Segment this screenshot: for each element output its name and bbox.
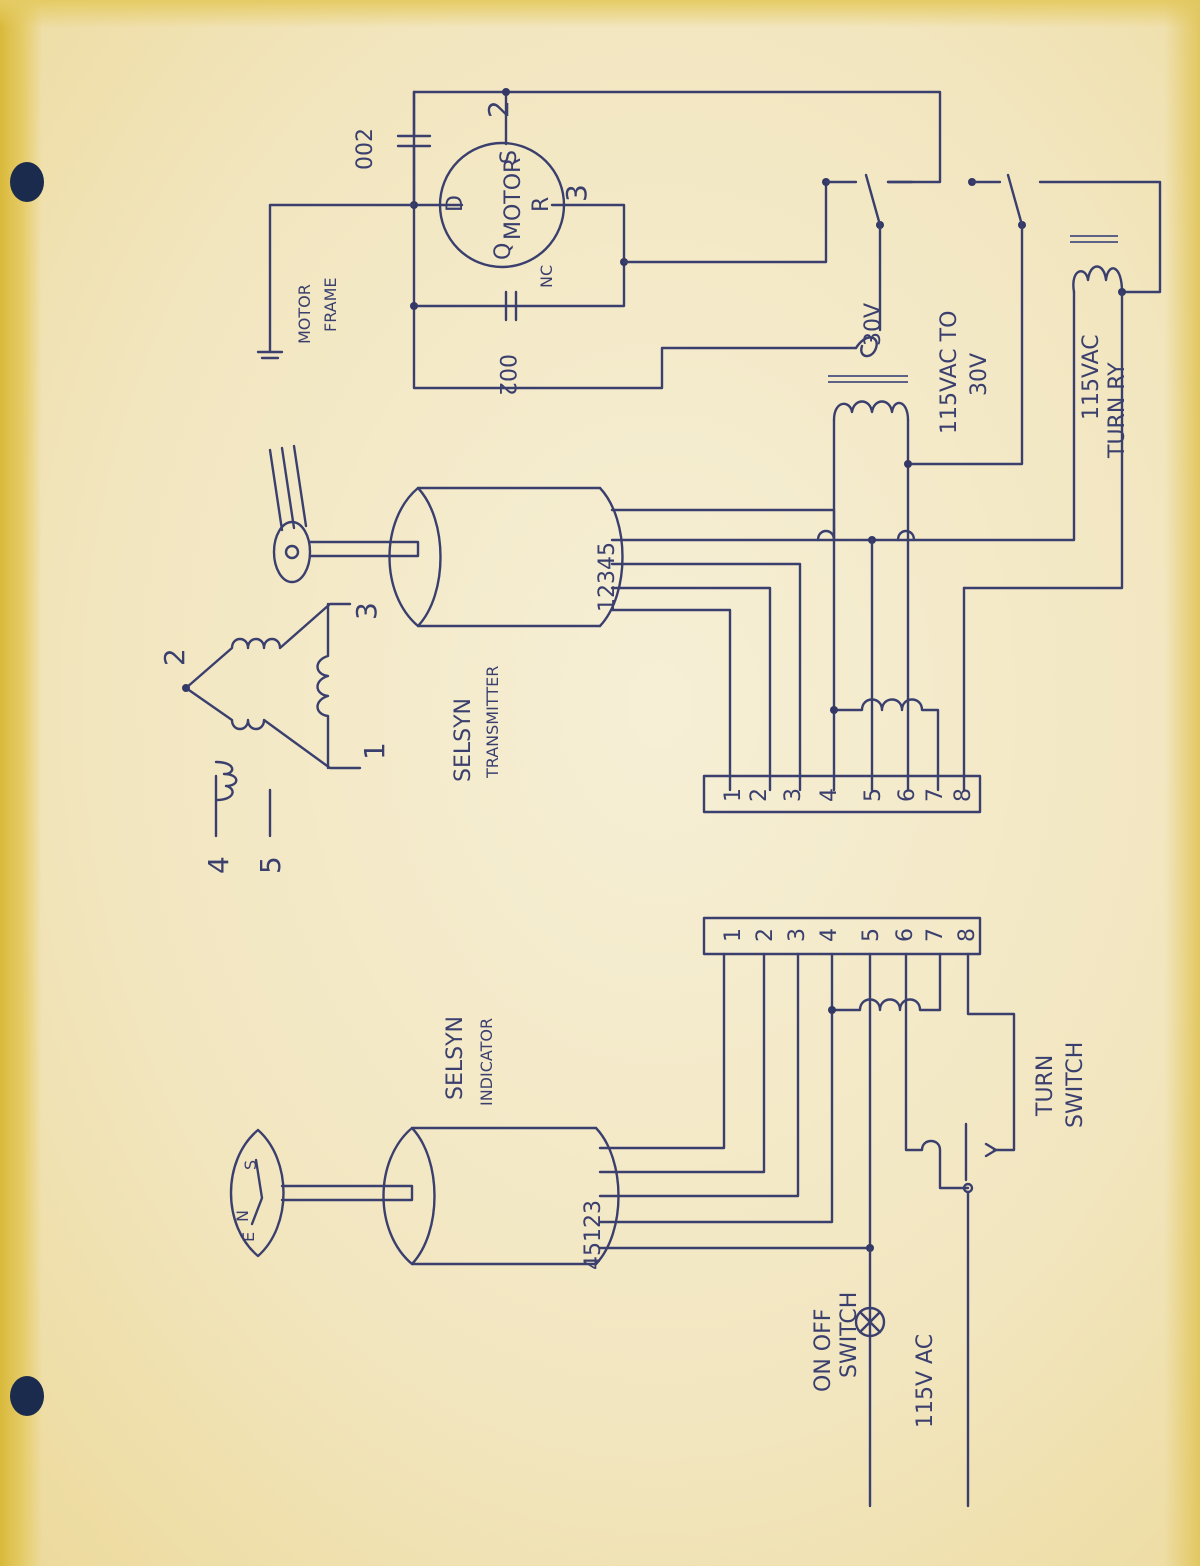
- terminal-bottom-1: 1: [721, 928, 746, 942]
- motor-r-label: R: [529, 197, 554, 212]
- motor-frame-label-1: MOTOR: [295, 284, 314, 344]
- compass-n: N: [233, 1210, 252, 1222]
- terminal-top-2: 2: [747, 788, 772, 802]
- motor-label: MOTOR: [501, 158, 526, 240]
- transmitter-leads: [610, 508, 874, 792]
- motor-q-label: Q: [491, 243, 516, 260]
- winding-label-3: 3: [350, 602, 383, 620]
- turn-switch-label-1: TURN: [1033, 1055, 1058, 1117]
- indicator-shaft: [280, 1184, 414, 1202]
- cap-top-label: 002: [353, 128, 378, 170]
- motor-frame-label-2: FRAME: [321, 277, 340, 332]
- motor-supply-wire: [412, 90, 942, 184]
- punch-hole-top: [10, 162, 44, 202]
- ac-supply-label: 115V AC: [913, 1334, 938, 1428]
- indicator-body-front: [382, 1126, 436, 1266]
- terminal-top-6: 6: [895, 788, 920, 802]
- terminal-bottom-4: 4: [817, 928, 842, 942]
- transformer-primary: [832, 400, 910, 422]
- on-off-switch-label-1: ON OFF: [811, 1309, 836, 1392]
- punch-hole-bottom: [10, 1376, 44, 1416]
- compass-needle: [250, 1158, 264, 1226]
- relay-label-2: TURN RY: [1105, 362, 1130, 459]
- relay-core: [1070, 235, 1118, 243]
- relay-contact-2: [970, 173, 1162, 294]
- terminal-bottom-8: 8: [955, 928, 980, 942]
- motor-d-label: D: [443, 195, 468, 212]
- terminal-bottom-2: 2: [753, 928, 778, 942]
- terminal-bottom-6: 6: [893, 928, 918, 942]
- transmitter-shaft: [308, 540, 420, 558]
- terminal-bottom-3: 3: [785, 928, 810, 942]
- relay-coil: [1072, 265, 1124, 294]
- paper-edge-top: [0, 0, 1200, 28]
- transformer-label-2: 30V: [967, 353, 992, 396]
- indicator-label-1: SELSYN: [443, 1016, 468, 1100]
- motor-terminal-3-label: 3: [560, 184, 593, 202]
- transmitter-label-1: SELSYN: [451, 698, 476, 782]
- turn-switch-wire: [904, 952, 970, 1190]
- motor-nc-label: NC: [537, 265, 556, 288]
- selsyn-transmitter: 12345 SELSYN TRANSMITTER: [268, 444, 966, 792]
- compass-dial: [229, 1128, 285, 1258]
- terminal-top-4: 4: [817, 788, 842, 802]
- transmitter-pin-labels: 12345: [595, 542, 620, 612]
- winding-label-4: 4: [202, 856, 235, 874]
- terminal-bottom-5: 5: [859, 928, 884, 942]
- compass-e: E: [239, 1232, 258, 1242]
- motor-return-wire: [412, 90, 858, 390]
- compass-s: S: [241, 1160, 260, 1170]
- transmitter-body-back: [598, 486, 624, 628]
- terminal-top-5: 5: [861, 788, 886, 802]
- indicator-label-2: INDICATOR: [477, 1018, 496, 1106]
- terminal-bottom-7: 7: [923, 928, 948, 942]
- transmitter-pulley: [272, 520, 312, 584]
- cap-bottom-label: 002: [494, 354, 519, 396]
- relay-contact-1: [824, 173, 914, 227]
- terminal-top-1: 1: [721, 788, 746, 802]
- winding-label-2: 2: [158, 648, 191, 666]
- motor-frame-ground: [256, 203, 416, 360]
- turn-switch-label-2: SWITCH: [1063, 1042, 1088, 1128]
- transformer-core: [828, 375, 908, 383]
- paper-edge-right: [1164, 0, 1200, 1566]
- indicator-leads: [598, 952, 872, 1250]
- terminal-strip-bottom: 1 2 3 4 5 6 7 8: [702, 916, 982, 956]
- indicator-pin-labels: 45123: [581, 1200, 606, 1270]
- transmitter-body-front: [388, 486, 442, 628]
- transformer-secondary: [854, 336, 878, 358]
- transmitter-label-2: TRANSMITTER: [483, 666, 502, 779]
- motor-r-wire: [412, 203, 626, 308]
- pulley-belt: [268, 444, 308, 532]
- paper-edge-left: [0, 0, 42, 1566]
- terminal-strip-bottom-box: [702, 916, 982, 956]
- pilot-lamp: [854, 1306, 886, 1338]
- terminal-strip-top: 1 2 3 4 5 6 7 8: [702, 774, 982, 814]
- winding-label-1: 1: [358, 742, 391, 760]
- terminal-top-7: 7: [923, 788, 948, 802]
- motor-s-label: S: [497, 150, 522, 164]
- selsyn-indicator: N E S 45123 SELSYN INDICATOR TURN SWITCH…: [229, 952, 1088, 1508]
- capacitor-bottom: [504, 290, 518, 322]
- transformer-label-1: 115VAC TO: [937, 311, 962, 434]
- on-off-switch-label-2: SWITCH: [837, 1292, 862, 1378]
- motor-terminal-2-label: 2: [482, 100, 515, 118]
- winding-label-5: 5: [254, 856, 287, 874]
- terminal-top-8: 8: [951, 788, 976, 802]
- motor-circuit: 002 MOTOR D Q S R NC 2 3 002 MOTOR FRAME…: [256, 88, 1162, 590]
- thirty-volt-label: 30V: [861, 303, 886, 346]
- terminal-top-3: 3: [781, 788, 806, 802]
- selsyn-winding-sketch: 2 3 1 4 5: [158, 602, 391, 874]
- ac-supply-lines: [868, 1190, 970, 1508]
- terminal-strip-top-box: [702, 774, 982, 814]
- relay-label-1: 115VAC: [1079, 334, 1104, 420]
